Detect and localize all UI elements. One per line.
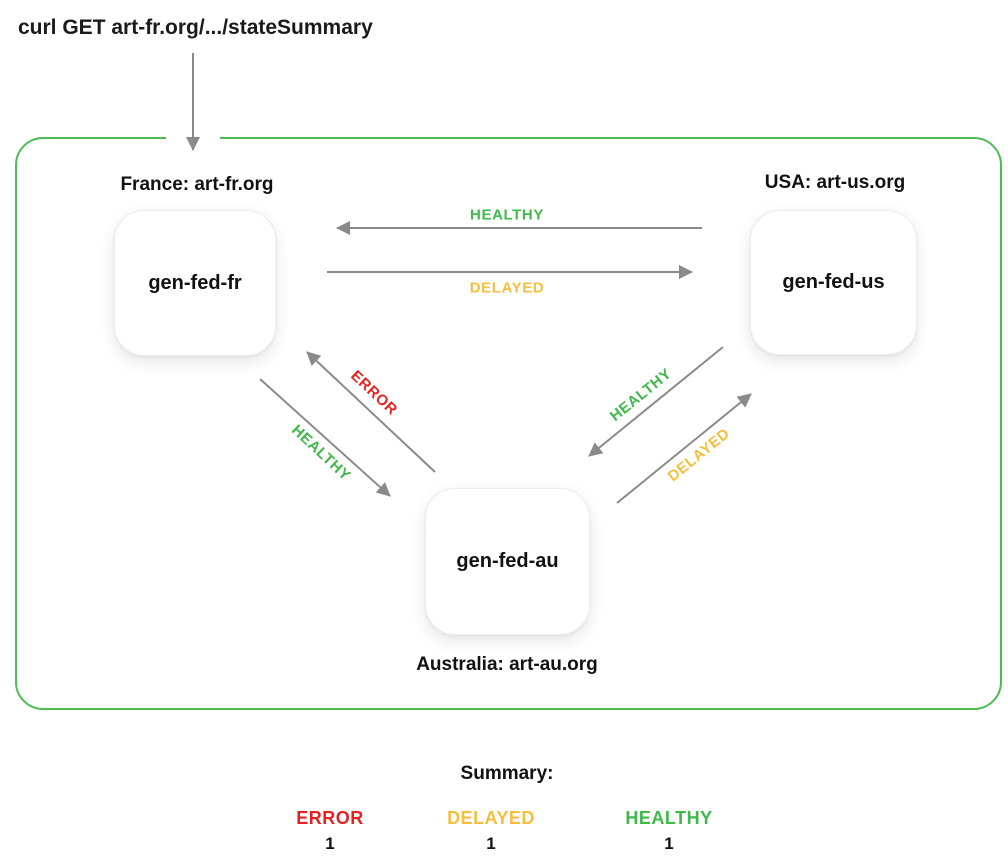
summary-error-count: 1 (325, 834, 335, 853)
summary-title: Summary: (460, 763, 554, 784)
region-label-usa: USA: art-us.org (764, 172, 906, 193)
edge-status-us-to-fr: HEALTHY (470, 206, 544, 224)
node-gen-fed-au: gen-fed-au (425, 488, 590, 635)
edge-status-fr-to-us: DELAYED (469, 279, 545, 297)
summary-delayed-count: 1 (486, 834, 496, 853)
region-label-france: France: art-fr.org (120, 174, 274, 195)
node-gen-fed-us-label: gen-fed-us (782, 271, 885, 293)
summary-error-label: ERROR (296, 808, 364, 828)
summary-item-delayed: DELAYED 1 (421, 808, 561, 854)
arrow-au-to-us (616, 393, 752, 504)
arrow-fr-to-au (259, 378, 391, 497)
node-gen-fed-fr-label: gen-fed-fr (148, 271, 242, 294)
summary-item-error: ERROR 1 (260, 808, 400, 854)
arrow-us-to-au (588, 346, 724, 457)
node-gen-fed-us: gen-fed-us (750, 210, 917, 355)
summary-delayed-label: DELAYED (447, 808, 535, 828)
summary-healthy-count: 1 (664, 834, 674, 853)
arrow-au-to-fr (306, 351, 436, 473)
summary-healthy-label: HEALTHY (625, 808, 713, 828)
federation-boundary-box (15, 137, 1002, 710)
node-gen-fed-fr: gen-fed-fr (114, 210, 276, 356)
curl-command-text: curl GET art-fr.org/.../stateSummary (18, 16, 373, 39)
region-label-australia: Australia: art-au.org (416, 654, 598, 675)
summary-item-healthy: HEALTHY 1 (599, 808, 739, 854)
node-gen-fed-au-label: gen-fed-au (456, 550, 559, 572)
